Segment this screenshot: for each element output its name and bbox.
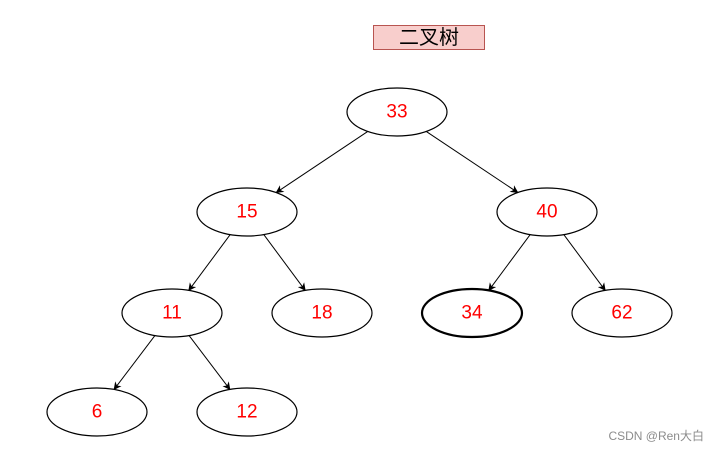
edge-n33-n15 bbox=[275, 131, 369, 193]
node-label: 40 bbox=[536, 202, 557, 223]
node-label: 34 bbox=[461, 303, 483, 324]
edges-layer bbox=[113, 131, 606, 391]
tree-node-18: 18 bbox=[271, 288, 373, 338]
edge-n33-n40 bbox=[425, 131, 519, 193]
node-ellipse bbox=[496, 187, 598, 237]
node-label: 6 bbox=[92, 402, 103, 423]
edge-n11-n6 bbox=[113, 335, 156, 391]
node-ellipse bbox=[196, 187, 298, 237]
node-ellipse bbox=[46, 387, 148, 437]
edge-n15-n11 bbox=[188, 234, 231, 292]
nodes-layer: 33 15 40 11 18 34 62 6 12 bbox=[46, 87, 673, 437]
tree-node-6: 6 bbox=[46, 387, 148, 437]
tree-node-15: 15 bbox=[196, 187, 298, 237]
edge-n40-n34 bbox=[488, 234, 531, 292]
diagram-title: 二叉树 bbox=[373, 25, 485, 50]
edge-n40-n62 bbox=[563, 234, 606, 292]
node-ellipse bbox=[271, 288, 373, 338]
node-label: 11 bbox=[162, 303, 182, 324]
node-ellipse bbox=[196, 387, 298, 437]
edge-n11-n12 bbox=[188, 335, 231, 391]
tree-node-34: 34 bbox=[420, 287, 524, 339]
node-label: 12 bbox=[236, 402, 257, 423]
tree-node-40: 40 bbox=[496, 187, 598, 237]
node-ellipse bbox=[121, 288, 223, 338]
watermark: CSDN @Ren大白 bbox=[608, 429, 704, 443]
tree-node-12: 12 bbox=[196, 387, 298, 437]
node-ellipse bbox=[346, 87, 448, 137]
node-label: 62 bbox=[611, 303, 632, 324]
node-label: 15 bbox=[236, 202, 257, 223]
node-ellipse bbox=[420, 287, 524, 339]
tree-node-11: 11 bbox=[121, 288, 223, 338]
node-label: 18 bbox=[311, 303, 332, 324]
edge-n15-n18 bbox=[263, 234, 306, 292]
node-label: 33 bbox=[386, 102, 407, 123]
tree-node-33: 33 bbox=[346, 87, 448, 137]
tree-node-62: 62 bbox=[571, 288, 673, 338]
node-ellipse bbox=[571, 288, 673, 338]
